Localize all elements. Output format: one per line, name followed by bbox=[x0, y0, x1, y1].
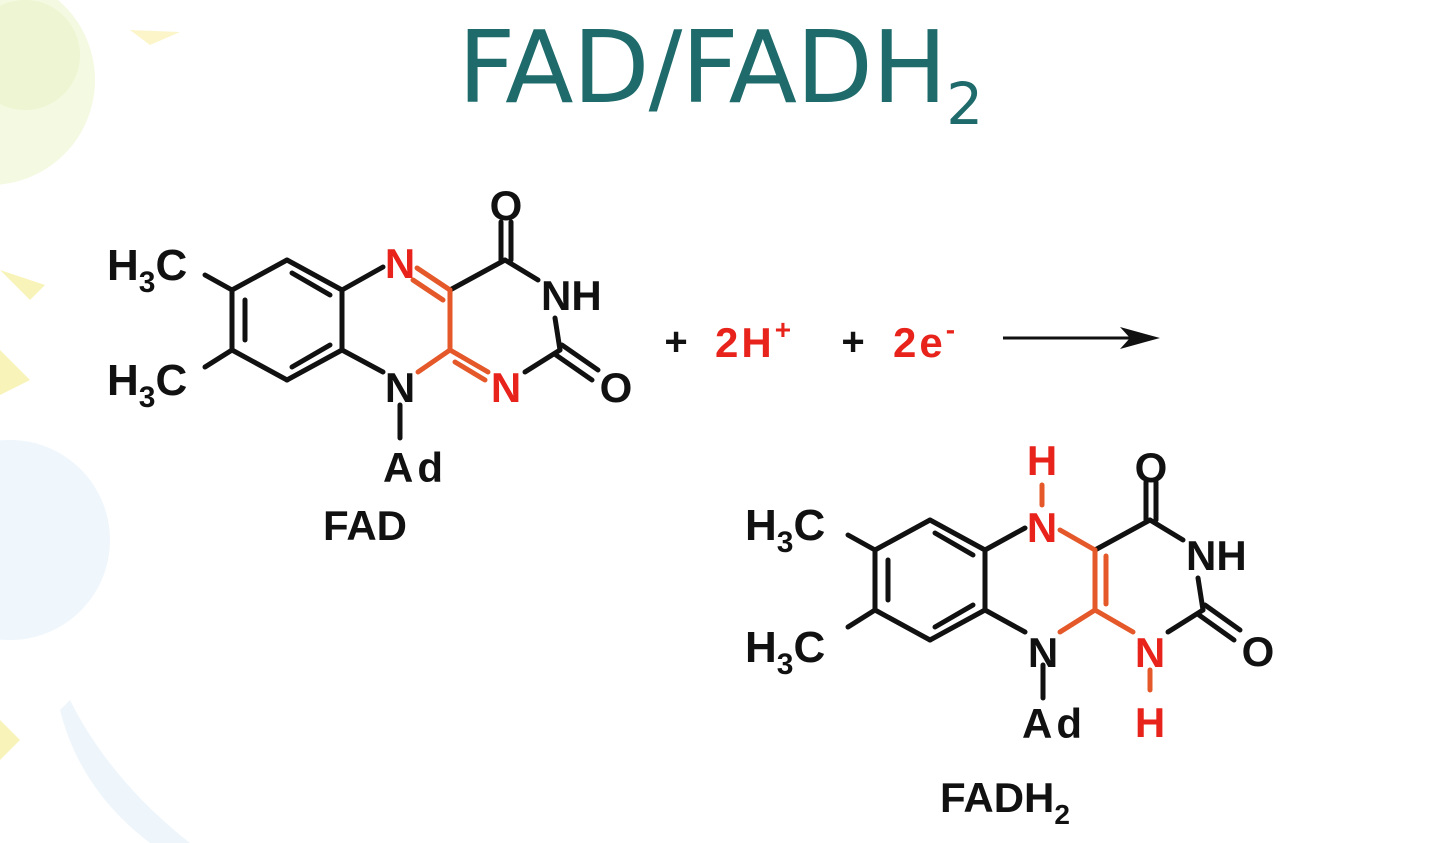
fadh2-n10-atom: N bbox=[1028, 629, 1058, 676]
fadh2-adenosine: Ad bbox=[1022, 700, 1086, 747]
fad-label: FAD bbox=[323, 502, 407, 549]
reaction-terms: + 2H+ + 2e- bbox=[664, 314, 1160, 366]
fadh2-h5-atom: H bbox=[1027, 437, 1057, 484]
svg-text:+: + bbox=[664, 320, 687, 364]
fad-n5-atom: N bbox=[385, 240, 415, 287]
fadh2-o-right: O bbox=[1242, 628, 1275, 675]
fadh2-nh-group: NH bbox=[1186, 532, 1247, 579]
fadh2-n1-atom: N bbox=[1135, 629, 1165, 676]
fadh2-label: FADH2 bbox=[940, 774, 1070, 830]
fadh2-o-top: O bbox=[1135, 444, 1168, 491]
arrow-head bbox=[1120, 327, 1160, 349]
svg-text:H3C: H3C bbox=[745, 501, 825, 559]
svg-text:+: + bbox=[841, 320, 864, 364]
page-title: FAD/FADH2 bbox=[457, 9, 983, 138]
fad-o-right: O bbox=[600, 364, 633, 411]
svg-text:H3C: H3C bbox=[107, 356, 187, 414]
svg-text:H3C: H3C bbox=[107, 241, 187, 299]
protons: 2H+ bbox=[715, 314, 794, 366]
fad-structure: H3C H3C N N N NH O O Ad FAD bbox=[107, 182, 632, 549]
fad-o-top: O bbox=[490, 182, 523, 229]
fad-n10-atom: N bbox=[385, 364, 415, 411]
fadh2-h1-atom: H bbox=[1135, 699, 1165, 746]
fadh2-structure: H3C H3C H N N N H NH O O Ad FADH2 bbox=[745, 437, 1274, 830]
fad-nh-group: NH bbox=[541, 272, 602, 319]
fad-n1-atom: N bbox=[491, 364, 521, 411]
fadh2-n5-atom: N bbox=[1027, 504, 1057, 551]
svg-text:H3C: H3C bbox=[745, 623, 825, 681]
fad-adenosine: Ad bbox=[383, 444, 447, 491]
electrons: 2e- bbox=[893, 314, 958, 366]
